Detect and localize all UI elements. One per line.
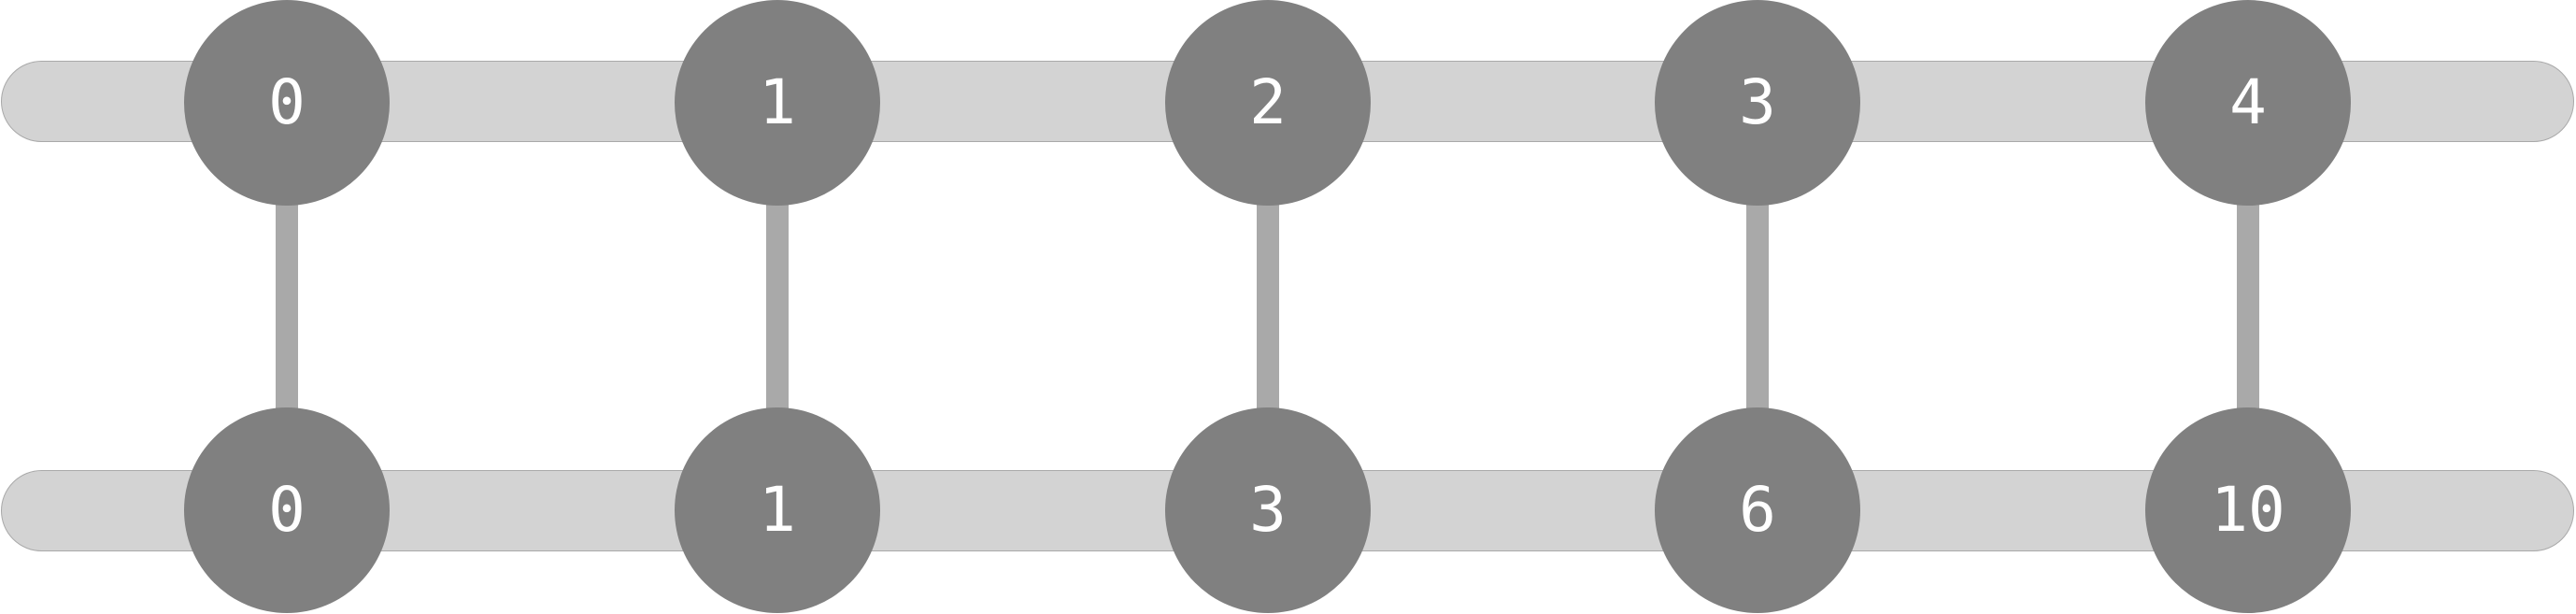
- top-node-1: 1: [675, 0, 880, 206]
- bottom-node-1-value: 1: [759, 474, 796, 546]
- link-4: [2237, 192, 2259, 425]
- link-3: [1746, 192, 1769, 425]
- top-node-2: 2: [1165, 0, 1371, 206]
- bottom-node-4: 10: [2145, 407, 2351, 613]
- link-1: [766, 192, 789, 425]
- bottom-node-3: 6: [1655, 407, 1860, 613]
- top-node-1-value: 1: [759, 66, 796, 138]
- link-0: [276, 192, 298, 425]
- bottom-node-1: 1: [675, 407, 880, 613]
- bottom-node-4-value: 10: [2211, 474, 2285, 546]
- link-2: [1257, 192, 1279, 425]
- bottom-node-0-value: 0: [268, 474, 306, 546]
- bottom-node-3-value: 6: [1739, 474, 1776, 546]
- bottom-node-0: 0: [184, 407, 390, 613]
- top-node-2-value: 2: [1249, 66, 1287, 138]
- top-node-4: 4: [2145, 0, 2351, 206]
- top-node-3-value: 3: [1739, 66, 1776, 138]
- top-node-0-value: 0: [268, 66, 306, 138]
- bottom-node-2-value: 3: [1249, 474, 1287, 546]
- top-node-3: 3: [1655, 0, 1860, 206]
- top-node-4-value: 4: [2229, 66, 2267, 138]
- bottom-node-2: 3: [1165, 407, 1371, 613]
- top-node-0: 0: [184, 0, 390, 206]
